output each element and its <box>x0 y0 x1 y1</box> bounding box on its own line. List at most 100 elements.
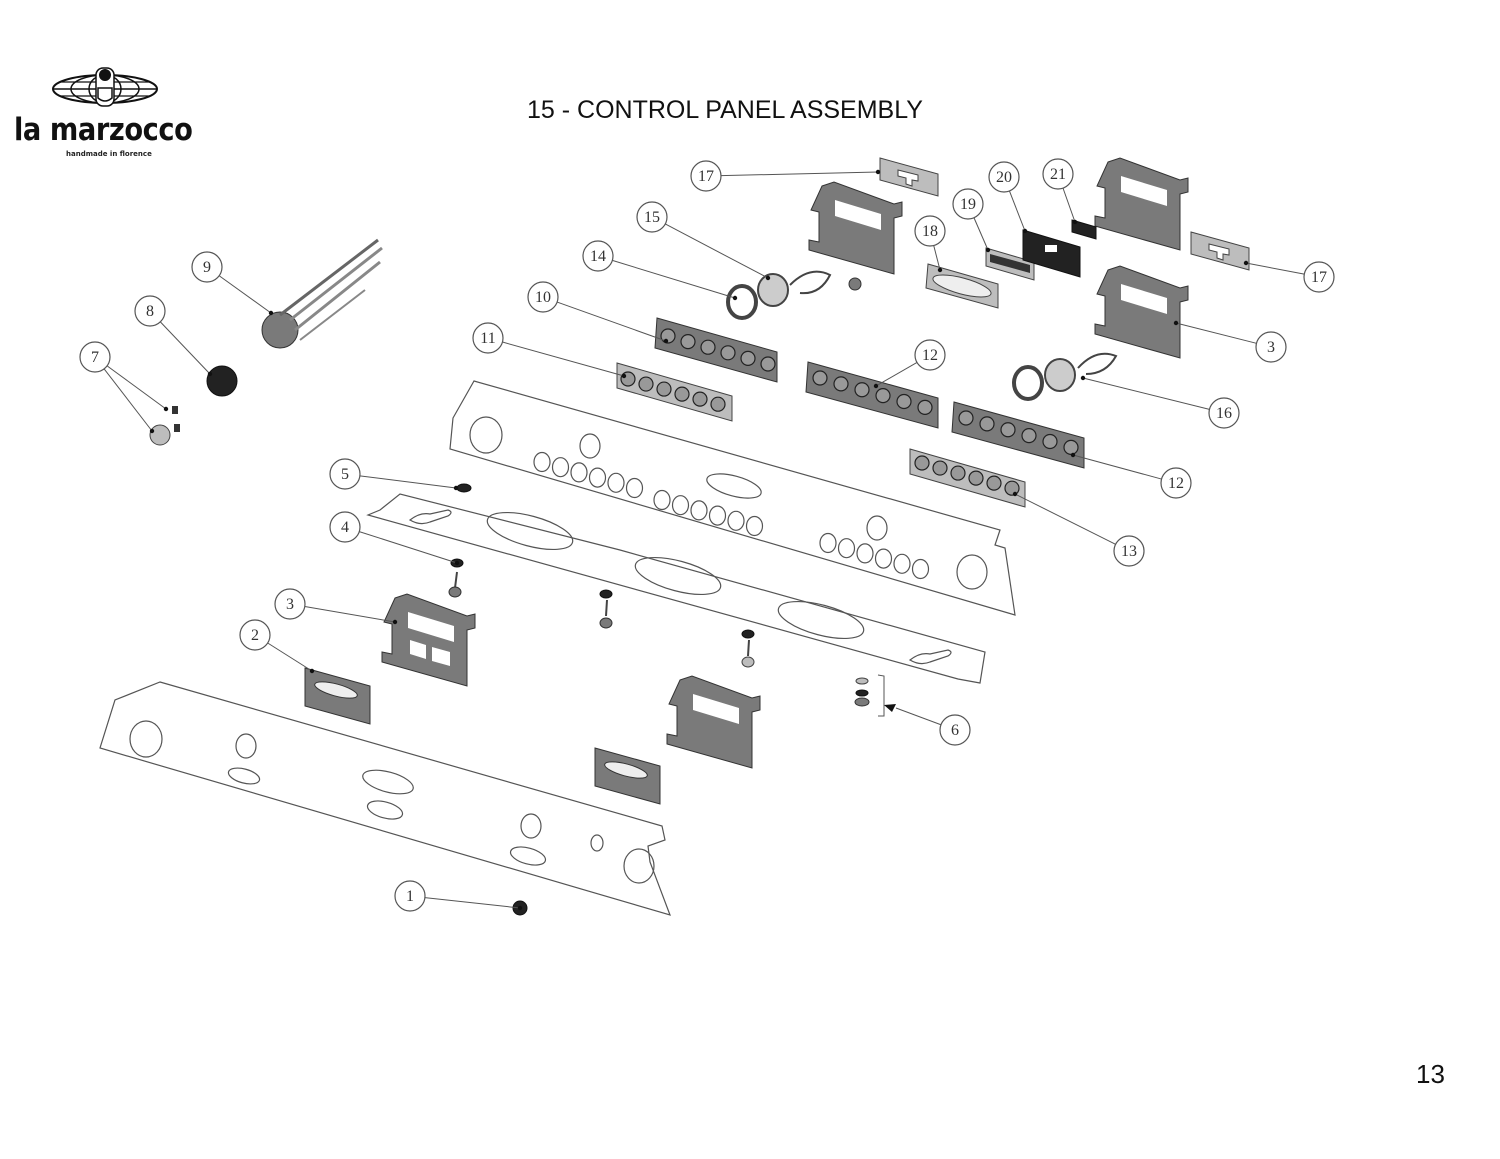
callout-circle <box>239 619 271 651</box>
callout-circle <box>1160 467 1192 499</box>
brand-logo: la marzocco handmade in florence <box>12 64 202 164</box>
callout-13: 13 <box>1012 491 1145 567</box>
callout-circle <box>472 322 504 354</box>
button-pad-part-12 <box>805 361 939 429</box>
leader-dot <box>392 619 398 625</box>
pad-button <box>1042 433 1058 450</box>
leader-dot <box>1070 452 1076 458</box>
callout-circle <box>690 160 722 192</box>
button-hole <box>708 505 727 526</box>
leader-dot <box>453 485 459 491</box>
callout-12b: 12 <box>1070 452 1192 499</box>
leader-dot <box>163 406 169 412</box>
button-hole <box>690 500 708 521</box>
leader-line <box>665 223 769 279</box>
callout-circle <box>1255 331 1287 363</box>
leader-line <box>304 606 396 623</box>
callout-11: 11 <box>472 322 627 379</box>
callout-number: 14 <box>590 248 606 265</box>
callout-circle <box>1113 535 1145 567</box>
callout-number: 5 <box>341 466 349 483</box>
callout-number: 19 <box>960 196 976 213</box>
button-hole <box>856 543 874 564</box>
button-hole <box>570 462 588 483</box>
leader-dot <box>1022 228 1028 234</box>
callout-21: 21 <box>1042 158 1078 225</box>
callout-number: 21 <box>1050 166 1066 183</box>
callout-circle <box>914 339 946 371</box>
button-hole <box>819 532 837 554</box>
leader-line <box>556 301 667 342</box>
callout-8: 8 <box>134 295 213 377</box>
leader-line <box>1175 322 1257 344</box>
button-hole <box>837 538 856 559</box>
pad-button <box>979 416 995 432</box>
screws-part-7 <box>149 406 180 446</box>
leader-line <box>1082 377 1210 410</box>
callout-number: 20 <box>996 169 1012 186</box>
pad-button <box>896 393 912 410</box>
callout-12a: 12 <box>873 339 946 389</box>
page-number: 13 <box>1416 1059 1445 1089</box>
leader-line <box>933 245 941 271</box>
pad-button <box>760 356 776 372</box>
callout-16: 16 <box>1080 375 1240 429</box>
callout-number: 12 <box>1168 475 1184 492</box>
pad-button <box>740 350 756 366</box>
callout-9: 9 <box>191 251 274 316</box>
callout-5: 5 <box>329 458 459 491</box>
leader-dot <box>765 275 771 281</box>
thermostat-part-9 <box>261 238 383 349</box>
callout-circle <box>952 188 984 220</box>
pad-button <box>1000 422 1016 438</box>
button-hole <box>551 457 570 478</box>
leader-dot <box>309 668 315 674</box>
callout-18: 18 <box>914 215 946 273</box>
pad-button <box>958 410 974 426</box>
bracket-right-3 <box>1094 265 1189 359</box>
button-hole <box>533 451 551 473</box>
leader-line <box>1062 187 1076 223</box>
callout-4: 4 <box>329 511 460 566</box>
callout-2: 2 <box>239 619 315 674</box>
callout-number: 3 <box>1267 339 1275 356</box>
leader-dot <box>873 383 879 389</box>
pad-button <box>968 470 984 486</box>
callout-circle <box>394 880 426 912</box>
callout-number: 2 <box>251 627 259 644</box>
pad-button <box>700 339 716 355</box>
leader-line <box>973 217 989 251</box>
callout-circle <box>1042 158 1074 190</box>
feet-part-4-5 <box>448 483 755 668</box>
callout-circle <box>527 281 559 313</box>
pad-button <box>854 382 870 398</box>
button-hole <box>653 489 671 511</box>
pad-button <box>1063 439 1079 455</box>
display-part-2 <box>304 667 371 725</box>
pad-button <box>692 391 708 407</box>
leader-line <box>1245 262 1305 275</box>
callout-10: 10 <box>527 281 669 344</box>
cover-part-17-right <box>1190 231 1250 271</box>
pad-button <box>710 396 726 412</box>
manometer-part-16 <box>1044 352 1118 392</box>
button-hole <box>874 548 893 569</box>
leader-dot <box>1173 320 1179 326</box>
button-holes-left <box>533 451 644 499</box>
callout-circle <box>134 295 166 327</box>
leader-line <box>875 362 918 387</box>
callout-circle <box>939 714 971 746</box>
window-part-18 <box>925 263 999 309</box>
callout-number: 6 <box>951 722 959 739</box>
callout-circle <box>582 240 614 272</box>
leader-line <box>103 368 153 432</box>
leader-line <box>895 707 942 726</box>
leader-dot <box>268 310 274 316</box>
button-hole <box>671 495 690 516</box>
callout-number: 15 <box>644 209 660 226</box>
leader-dot <box>1072 219 1078 225</box>
bracket-part-3 <box>381 593 476 687</box>
button-hole <box>911 558 930 580</box>
leader-dot <box>454 560 460 566</box>
